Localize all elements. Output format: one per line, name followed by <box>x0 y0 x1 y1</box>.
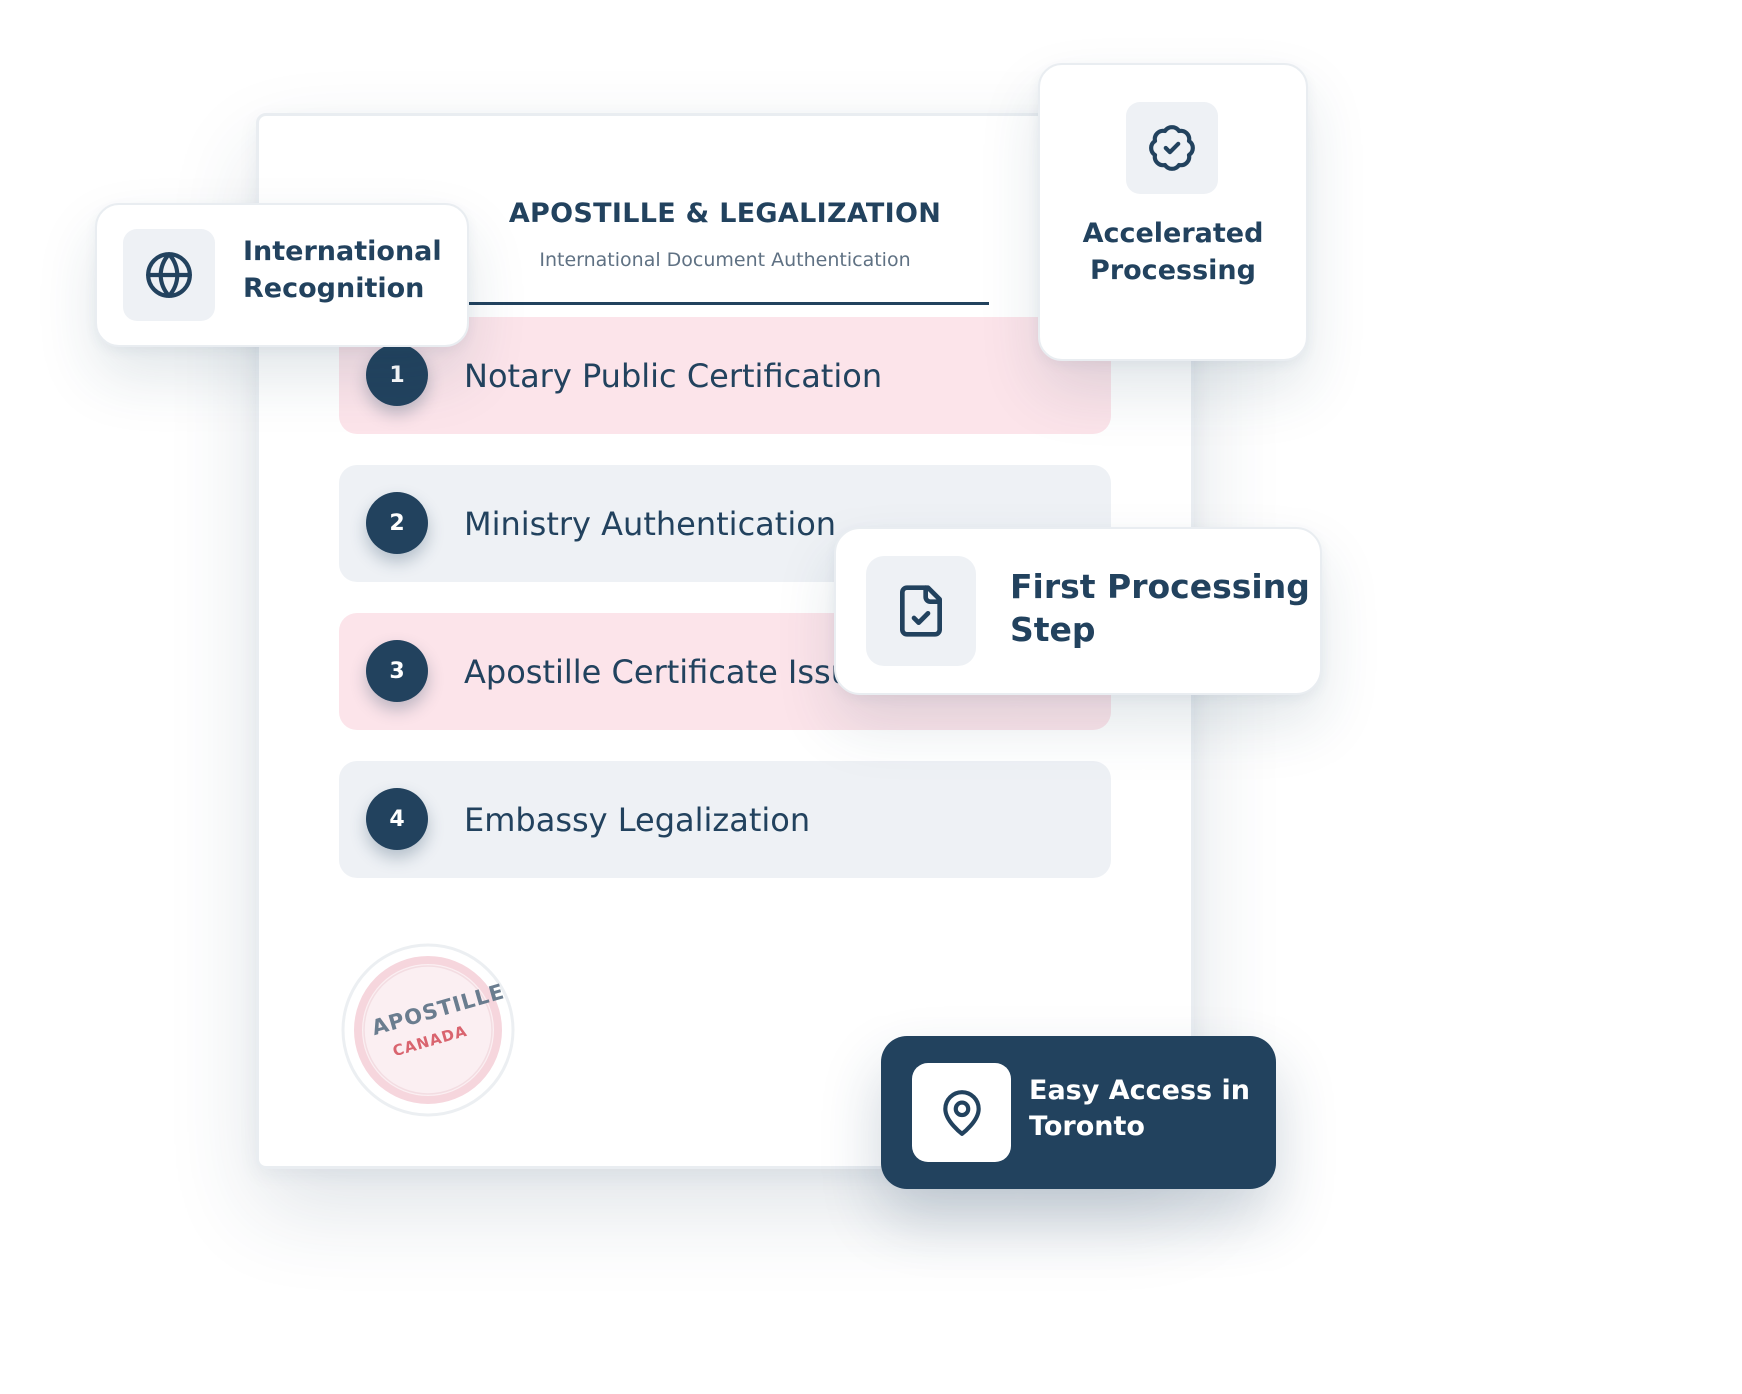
step-number-badge: 1 <box>366 344 428 406</box>
stamp-rings <box>341 943 515 1117</box>
easy-access-toronto-label: Easy Access in Toronto <box>1029 1075 1250 1142</box>
accelerated-processing-label: Accelerated Processing <box>1082 218 1264 287</box>
badge-check-icon <box>1149 125 1195 171</box>
step-number-badge: 3 <box>366 640 428 702</box>
globe-icon-tile <box>123 229 215 321</box>
title-divider <box>469 302 989 305</box>
step-label: Embassy Legalization <box>464 800 811 839</box>
step-number-badge: 2 <box>366 492 428 554</box>
easy-access-toronto-card: Easy Access in Toronto <box>881 1036 1276 1189</box>
step-number-badge: 4 <box>366 788 428 850</box>
international-recognition-label: International Recognition <box>243 236 442 305</box>
step-row-4: 4 Embassy Legalization <box>339 761 1111 878</box>
accelerated-processing-card: Accelerated Processing <box>1038 63 1308 361</box>
globe-icon <box>146 252 192 298</box>
first-processing-step-card: First Processing Step <box>834 527 1322 695</box>
document-subtitle: International Document Authentication <box>539 249 911 271</box>
step-label: Apostille Certificate Issued <box>464 652 891 691</box>
step-label: Ministry Authentication <box>464 504 837 543</box>
step-label: Notary Public Certification <box>464 356 883 395</box>
file-check-icon-tile <box>866 556 976 666</box>
document-title: APOSTILLE & LEGALIZATION <box>508 198 942 229</box>
map-pin-icon-tile <box>912 1063 1011 1162</box>
international-recognition-card: International Recognition <box>95 203 469 347</box>
file-check-icon <box>900 585 942 637</box>
first-processing-step-label: First Processing Step <box>1010 567 1310 649</box>
step-row-1: 1 Notary Public Certification <box>339 317 1111 434</box>
map-pin-icon <box>942 1089 981 1136</box>
badge-check-icon-tile <box>1126 102 1218 194</box>
apostille-stamp: APOSTILLE CANADA <box>340 942 516 1118</box>
